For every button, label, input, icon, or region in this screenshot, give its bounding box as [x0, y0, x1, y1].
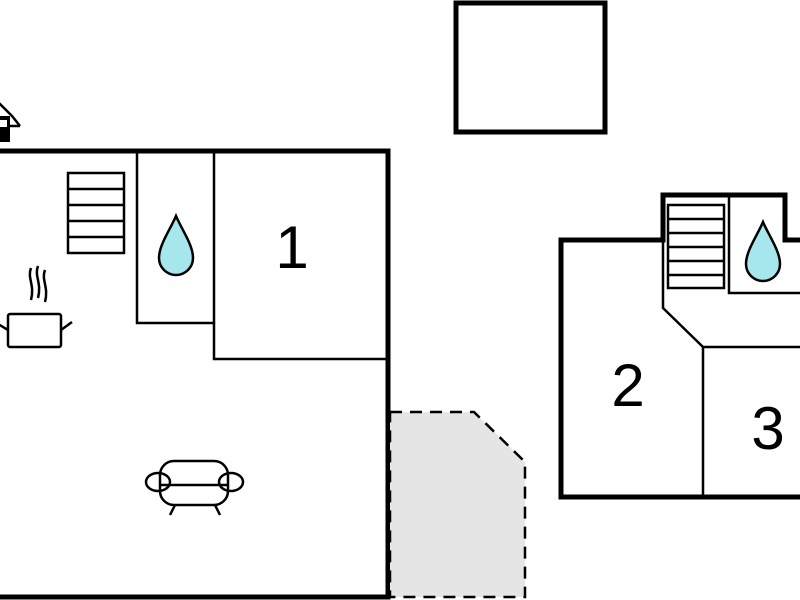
room-2-label: 2	[611, 352, 644, 419]
outbuilding	[453, 0, 608, 135]
water-drop-icon	[744, 218, 782, 283]
stairs-icon	[66, 171, 126, 255]
sofa-icon	[144, 459, 245, 516]
stairs-icon	[666, 203, 726, 290]
cooking-pot-icon	[0, 265, 73, 349]
terrace	[388, 410, 527, 599]
house-icon	[0, 102, 21, 142]
right-building	[558, 192, 800, 500]
water-drop-icon	[157, 212, 195, 277]
left-building	[0, 148, 391, 600]
room-1-label: 1	[275, 214, 308, 281]
room-3-label: 3	[751, 395, 784, 462]
